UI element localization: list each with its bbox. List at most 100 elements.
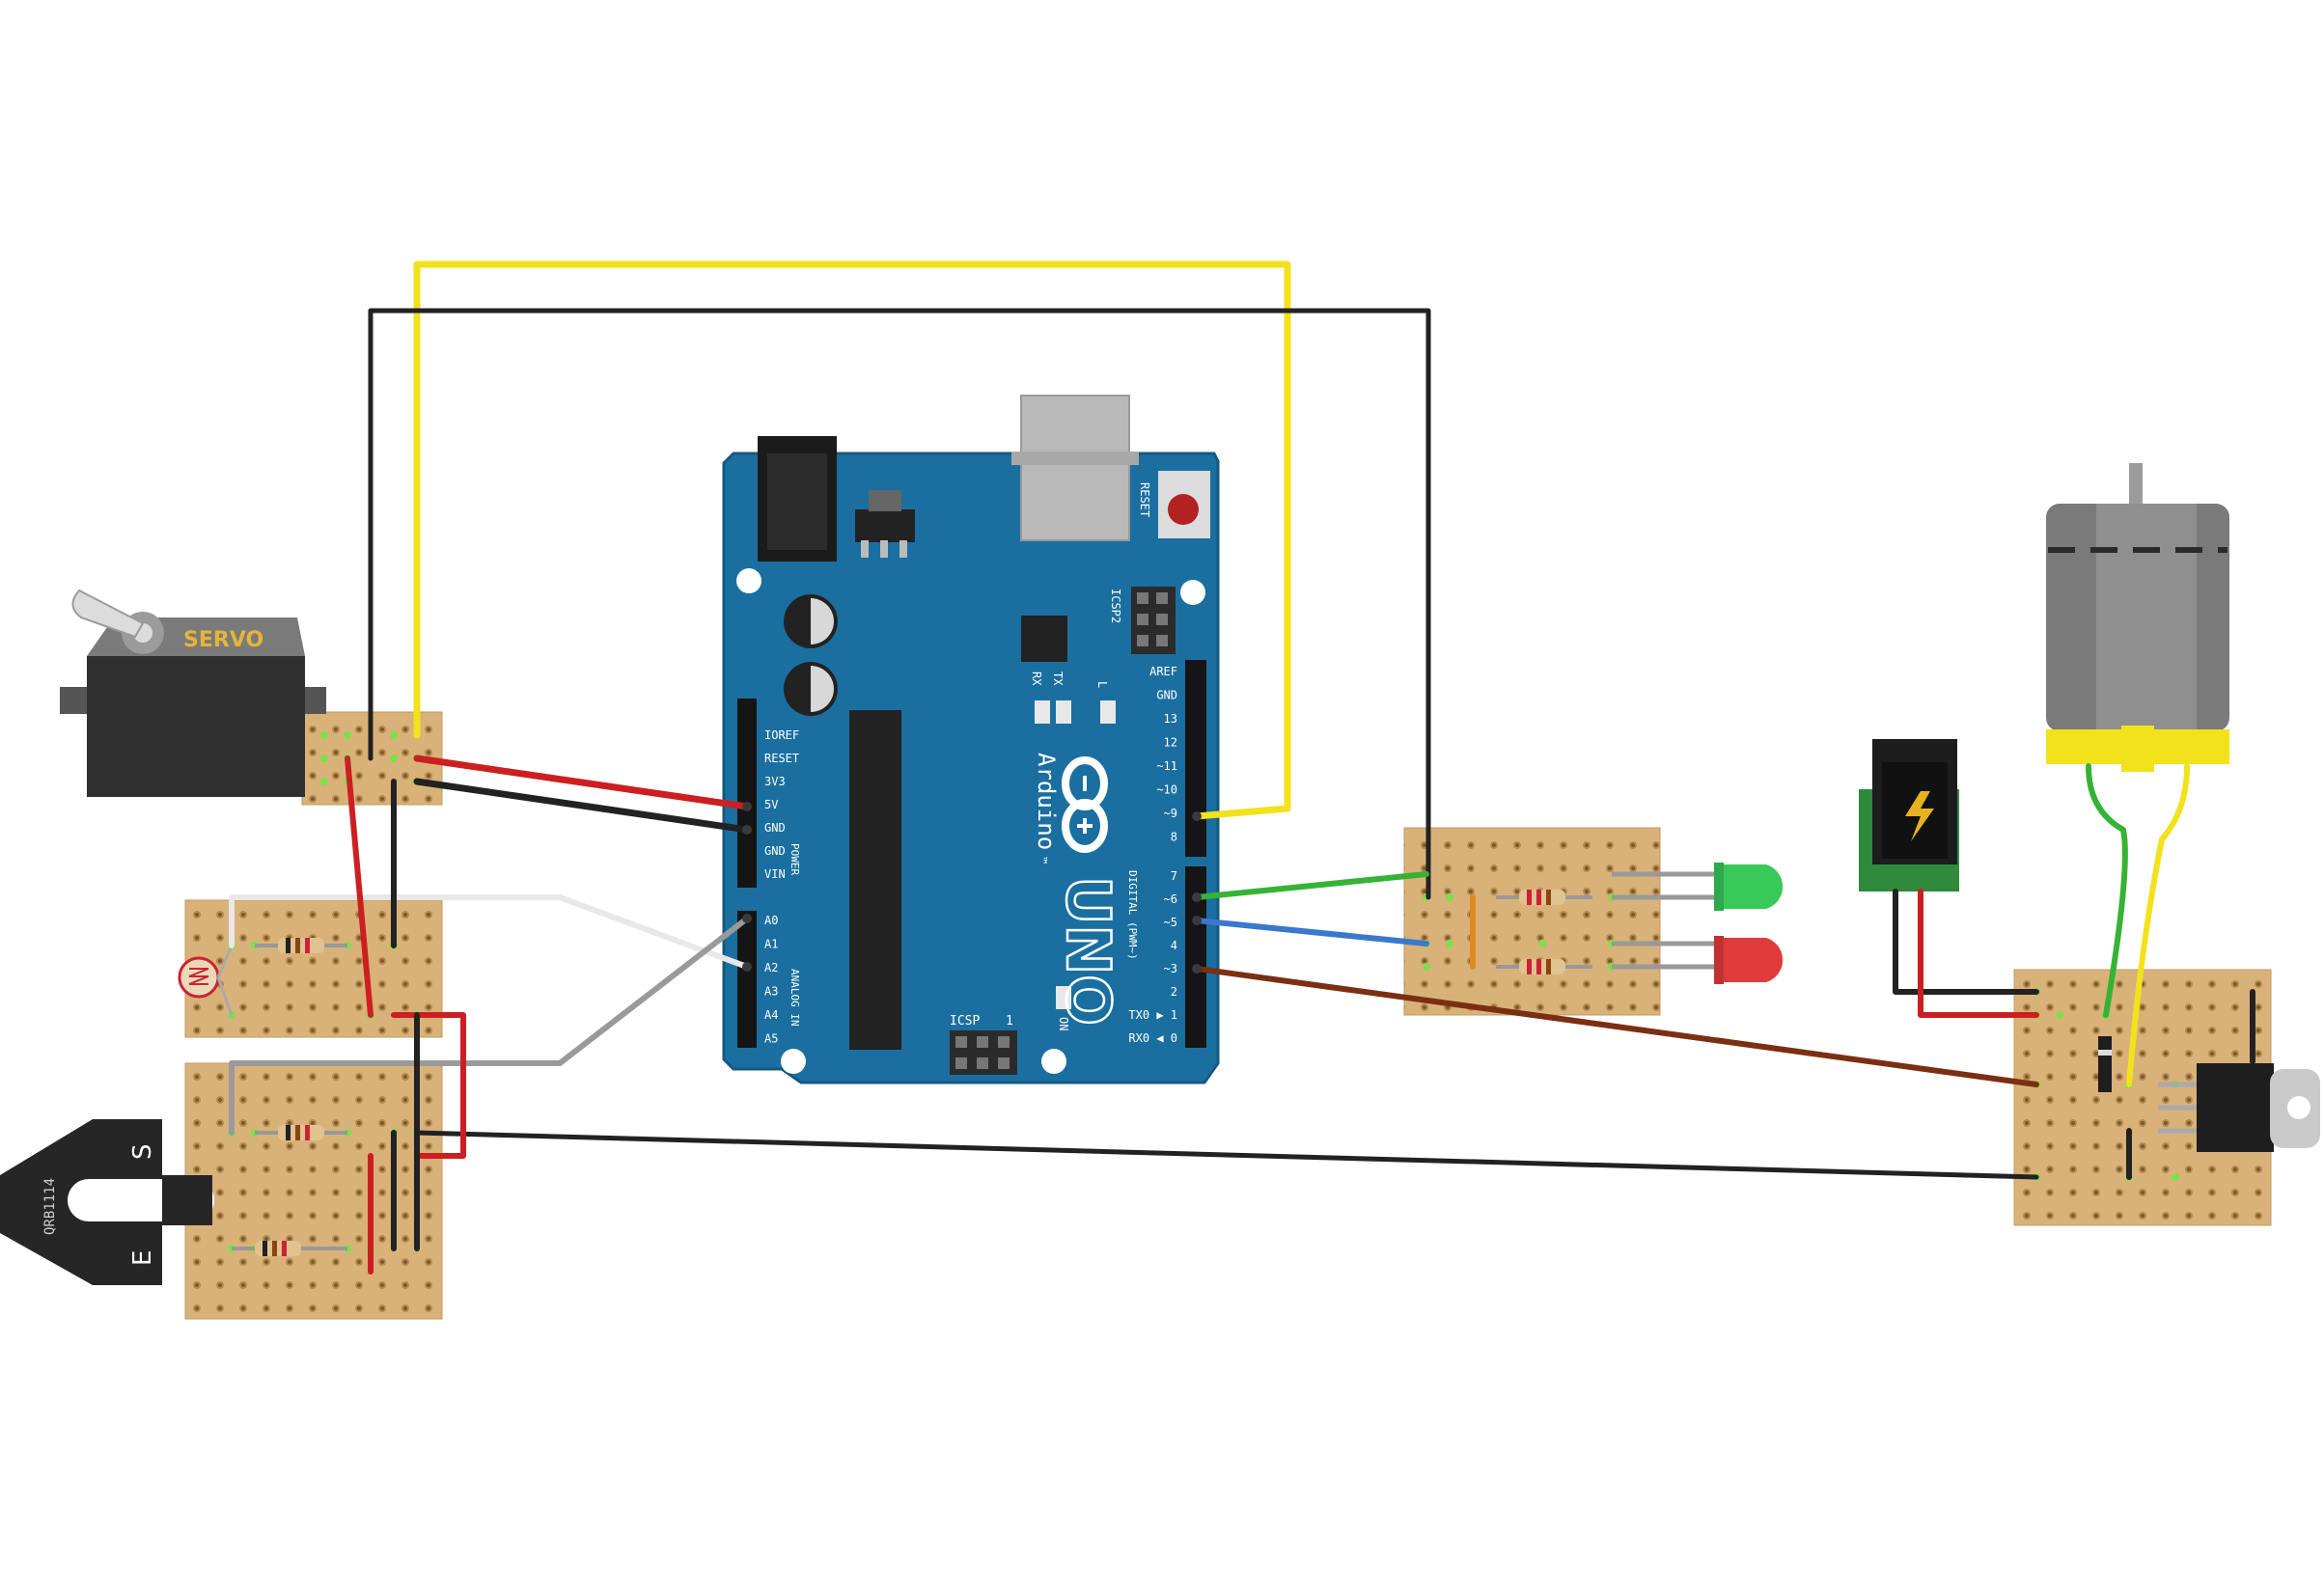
usb-chip xyxy=(1021,616,1067,662)
wire-green-pin6 xyxy=(1194,871,1429,900)
pin-label: 2 xyxy=(1171,985,1177,999)
l-led xyxy=(1100,700,1116,724)
wire-black-gnd-top xyxy=(368,308,1431,900)
wire-yellow-pin9 xyxy=(413,261,1291,820)
pin-label: A5 xyxy=(764,1032,778,1046)
reset-label: RESET xyxy=(1138,482,1151,517)
pin-label: 5V xyxy=(764,798,778,811)
pin-label: RX0 ◀ 0 xyxy=(1128,1031,1177,1045)
analog-label: ANALOG IN xyxy=(788,969,801,1027)
pin-label: GND xyxy=(764,844,786,858)
pin-label: IOREF xyxy=(764,728,799,742)
pin-label: AREF xyxy=(1149,665,1177,678)
pin-label: A2 xyxy=(764,961,778,974)
pin-label: A1 xyxy=(764,938,778,951)
pin-label: 12 xyxy=(1164,736,1177,750)
digital-label: DIGITAL (PWM~) xyxy=(1126,870,1139,960)
on-led xyxy=(1056,986,1071,1009)
pin-label: 13 xyxy=(1164,712,1177,726)
stripboard-sensor xyxy=(184,1062,443,1320)
on-label: ON xyxy=(1057,1017,1070,1030)
wire-black-gnd xyxy=(413,778,751,834)
microcontroller-chip xyxy=(849,710,901,1050)
red-led xyxy=(1612,936,1784,984)
pin-label: ~9 xyxy=(1164,807,1177,820)
photoresistor xyxy=(178,945,234,1016)
pin-label: ~10 xyxy=(1156,783,1177,797)
servo-motor: SERVO xyxy=(60,589,326,797)
icsp2-header xyxy=(1131,587,1176,654)
mounting-hole xyxy=(781,1049,806,1074)
pin-label: ~5 xyxy=(1164,916,1177,929)
pin-label: TX0 ▶ 1 xyxy=(1128,1008,1177,1022)
wire-red-servo-ldr xyxy=(345,755,374,1018)
arduino-trademark: ™ xyxy=(1036,857,1049,864)
voltage-regulator xyxy=(855,509,915,542)
wire-red-ldr-sensor xyxy=(391,1012,466,1159)
mounting-hole xyxy=(1041,1049,1066,1074)
diode xyxy=(2098,1036,2112,1092)
pin-label: ~6 xyxy=(1164,892,1177,906)
pin-label: 7 xyxy=(1171,869,1177,883)
sensor-pin-s-label: S xyxy=(128,1143,157,1160)
arduino-uno-board: Arduino ™ UNO RESET ICSP2 ICSP 1 TX RX L… xyxy=(722,395,1220,1084)
voltage-regulator-part xyxy=(2158,1063,2320,1152)
pin-label: ~3 xyxy=(1164,962,1177,975)
resistor xyxy=(255,1125,347,1140)
rx-label: RX xyxy=(1030,672,1043,686)
wire-black-long-gnd xyxy=(414,1130,2039,1180)
analog-header xyxy=(737,911,757,1048)
wire-endpoints xyxy=(742,802,1202,974)
l-label: L xyxy=(1095,681,1109,688)
wire-blue-pin5 xyxy=(1194,918,1429,946)
mounting-hole xyxy=(1180,580,1205,605)
wire-brown-pin3 xyxy=(1194,966,2039,1087)
wire-green-motor xyxy=(2086,763,2128,1018)
pin-label: A3 xyxy=(764,985,778,999)
pin-label: GND xyxy=(1156,689,1177,702)
servo-label: SERVO xyxy=(183,628,263,652)
arduino-model-label: UNO xyxy=(1053,876,1123,1026)
pin-label: 3V3 xyxy=(764,775,786,788)
icsp2-label: ICSP2 xyxy=(1109,589,1122,623)
wire-red-5v xyxy=(413,754,751,810)
tx-label: TX xyxy=(1051,672,1065,686)
dc-motor xyxy=(2046,463,2229,772)
pin-label: A4 xyxy=(764,1008,778,1022)
qrb1114-sensor: QRB1114 S E xyxy=(0,1119,214,1285)
green-led xyxy=(1612,863,1784,911)
pin-label: VIN xyxy=(764,867,786,881)
wire-red-jack xyxy=(1918,889,2039,1018)
mounting-hole xyxy=(736,568,761,593)
resistor xyxy=(1496,959,1592,974)
resistor xyxy=(232,1241,347,1256)
pin-label: A0 xyxy=(764,914,778,927)
rx-led xyxy=(1056,700,1071,724)
lightning-icon xyxy=(1905,791,1934,841)
icsp-pin1-label: 1 xyxy=(1006,1014,1013,1029)
pin-label: RESET xyxy=(764,752,799,765)
digital-header-low xyxy=(1185,866,1206,1048)
wire-gray-a0 xyxy=(229,916,750,1136)
resistor xyxy=(1496,890,1592,905)
tx-led xyxy=(1035,700,1050,724)
wires xyxy=(229,261,2255,1275)
power-header xyxy=(737,699,757,888)
usb-connector xyxy=(1020,395,1130,541)
power-label: POWER xyxy=(788,843,801,875)
arduino-logo xyxy=(1062,756,1108,853)
qrb1114-part-label: QRB1114 xyxy=(42,1178,58,1235)
icsp-label: ICSP xyxy=(950,1014,980,1029)
sensor-pin-e-label: E xyxy=(128,1250,157,1266)
icsp-header xyxy=(950,1030,1017,1075)
stripboard-leds xyxy=(1403,827,1661,1016)
arduino-brand-label: Arduino xyxy=(1033,753,1060,850)
wire-yellow-motor xyxy=(2126,763,2190,1087)
resistor xyxy=(255,938,347,953)
pin-label: 4 xyxy=(1171,939,1177,952)
